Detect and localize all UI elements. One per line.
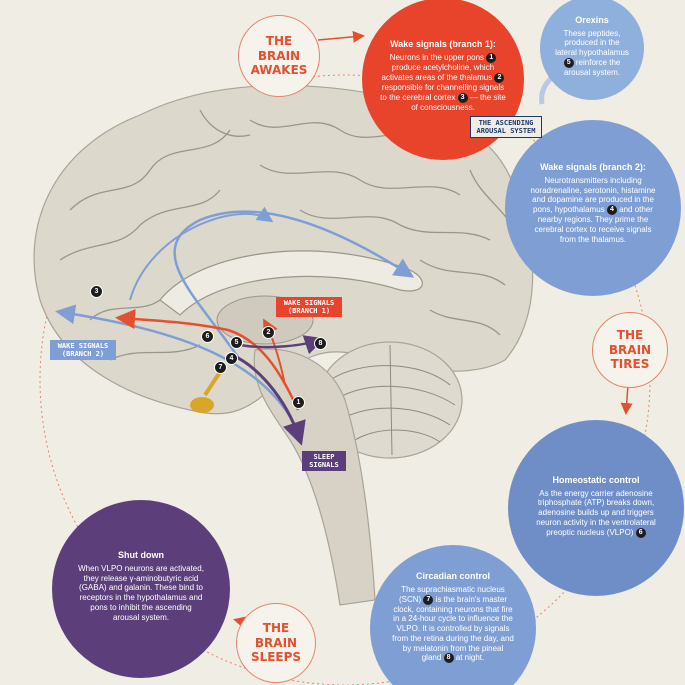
wake-branch1-text: Neurons in the upper pons 1 produce acet… [380, 53, 506, 112]
marker-icon: 3 [457, 92, 468, 103]
stage-tires-label: THE BRAIN TIRES [608, 328, 652, 372]
arrow-tires [620, 384, 633, 415]
stage-badge-sleeps: THE BRAIN SLEEPS [236, 603, 316, 683]
wake-branch2-text: Neurotransmitters including noradrenalin… [530, 175, 656, 244]
wake-branch2-box: Wake signals (branch 2): Neurotransmitte… [505, 120, 681, 296]
stage-awakes-label: THE BRAIN AWAKES [250, 34, 308, 78]
pathway-wake-blue-upper [173, 210, 415, 361]
orexins-box: Orexins These peptides, produced in the … [540, 0, 644, 100]
brain-marker-7: 7 [214, 361, 227, 374]
marker-icon: 2 [494, 73, 505, 84]
marker-icon: 4 [606, 205, 617, 215]
arrow-awakes-to-wake1 [317, 30, 365, 43]
shutdown-text: When VLPO neurons are activated, they re… [78, 563, 204, 622]
corpus-callosum [159, 250, 423, 316]
brain-marker-1: 1 [292, 396, 305, 409]
homeostatic-title: Homeostatic control [552, 474, 640, 485]
brain-marker-4: 4 [225, 352, 238, 365]
cerebellum-folds [329, 344, 456, 456]
pathway-sleep [231, 353, 306, 446]
brain-marker-8: 8 [314, 337, 327, 350]
marker-icon: 1 [486, 53, 497, 64]
marker-icon: 7 [423, 594, 434, 605]
brain-marker-5: 5 [230, 336, 243, 349]
ascending-arousal-label: THE ASCENDING AROUSAL SYSTEM [470, 116, 542, 139]
pathway-wake-red-branch [263, 318, 286, 386]
pathway-wake-red [115, 309, 300, 411]
wake-branch1-tag: WAKE SIGNALS (BRANCH 1) [276, 297, 342, 318]
marker-icon: 6 [635, 527, 646, 538]
homeostatic-box: Homeostatic control As the energy carrie… [508, 420, 684, 596]
wake-branch1-title: Wake signals (branch 1): [390, 39, 496, 50]
brain-marker-3: 3 [90, 285, 103, 298]
sleep-signals-tag: SLEEP SIGNALS [302, 451, 346, 472]
circadian-text: The suprachiasmatic nucleus (SCN) 7 is t… [392, 584, 514, 664]
circadian-box: Circadian control The suprachiasmatic nu… [370, 545, 536, 685]
stage-badge-tires: THE BRAIN TIRES [592, 312, 668, 388]
orexins-title: Orexins [575, 14, 609, 25]
wake-branch2-title: Wake signals (branch 2): [540, 161, 646, 172]
shutdown-box: Shut down When VLPO neurons are activate… [52, 500, 230, 678]
pathway-wake-blue-arc [129, 206, 274, 301]
orexins-text: These peptides, produced in the lateral … [555, 28, 629, 77]
brain-marker-2: 2 [262, 326, 275, 339]
marker-icon: 5 [563, 57, 574, 68]
circadian-title: Circadian control [415, 570, 490, 581]
stage-sleeps-label: THE BRAIN SLEEPS [250, 621, 302, 665]
brain-marker-6: 6 [201, 330, 214, 343]
stage-badge-awakes: THE BRAIN AWAKES [238, 15, 320, 97]
shutdown-title: Shut down [118, 549, 164, 560]
marker-icon: 8 [443, 653, 454, 664]
pituitary-gland [190, 397, 214, 413]
pathway-wake-blue-lower [55, 304, 297, 426]
wake-branch2-tag: WAKE SIGNALS (BRANCH 2) [50, 340, 116, 361]
homeostatic-text: As the energy carrier adenosine triphosp… [536, 488, 656, 538]
